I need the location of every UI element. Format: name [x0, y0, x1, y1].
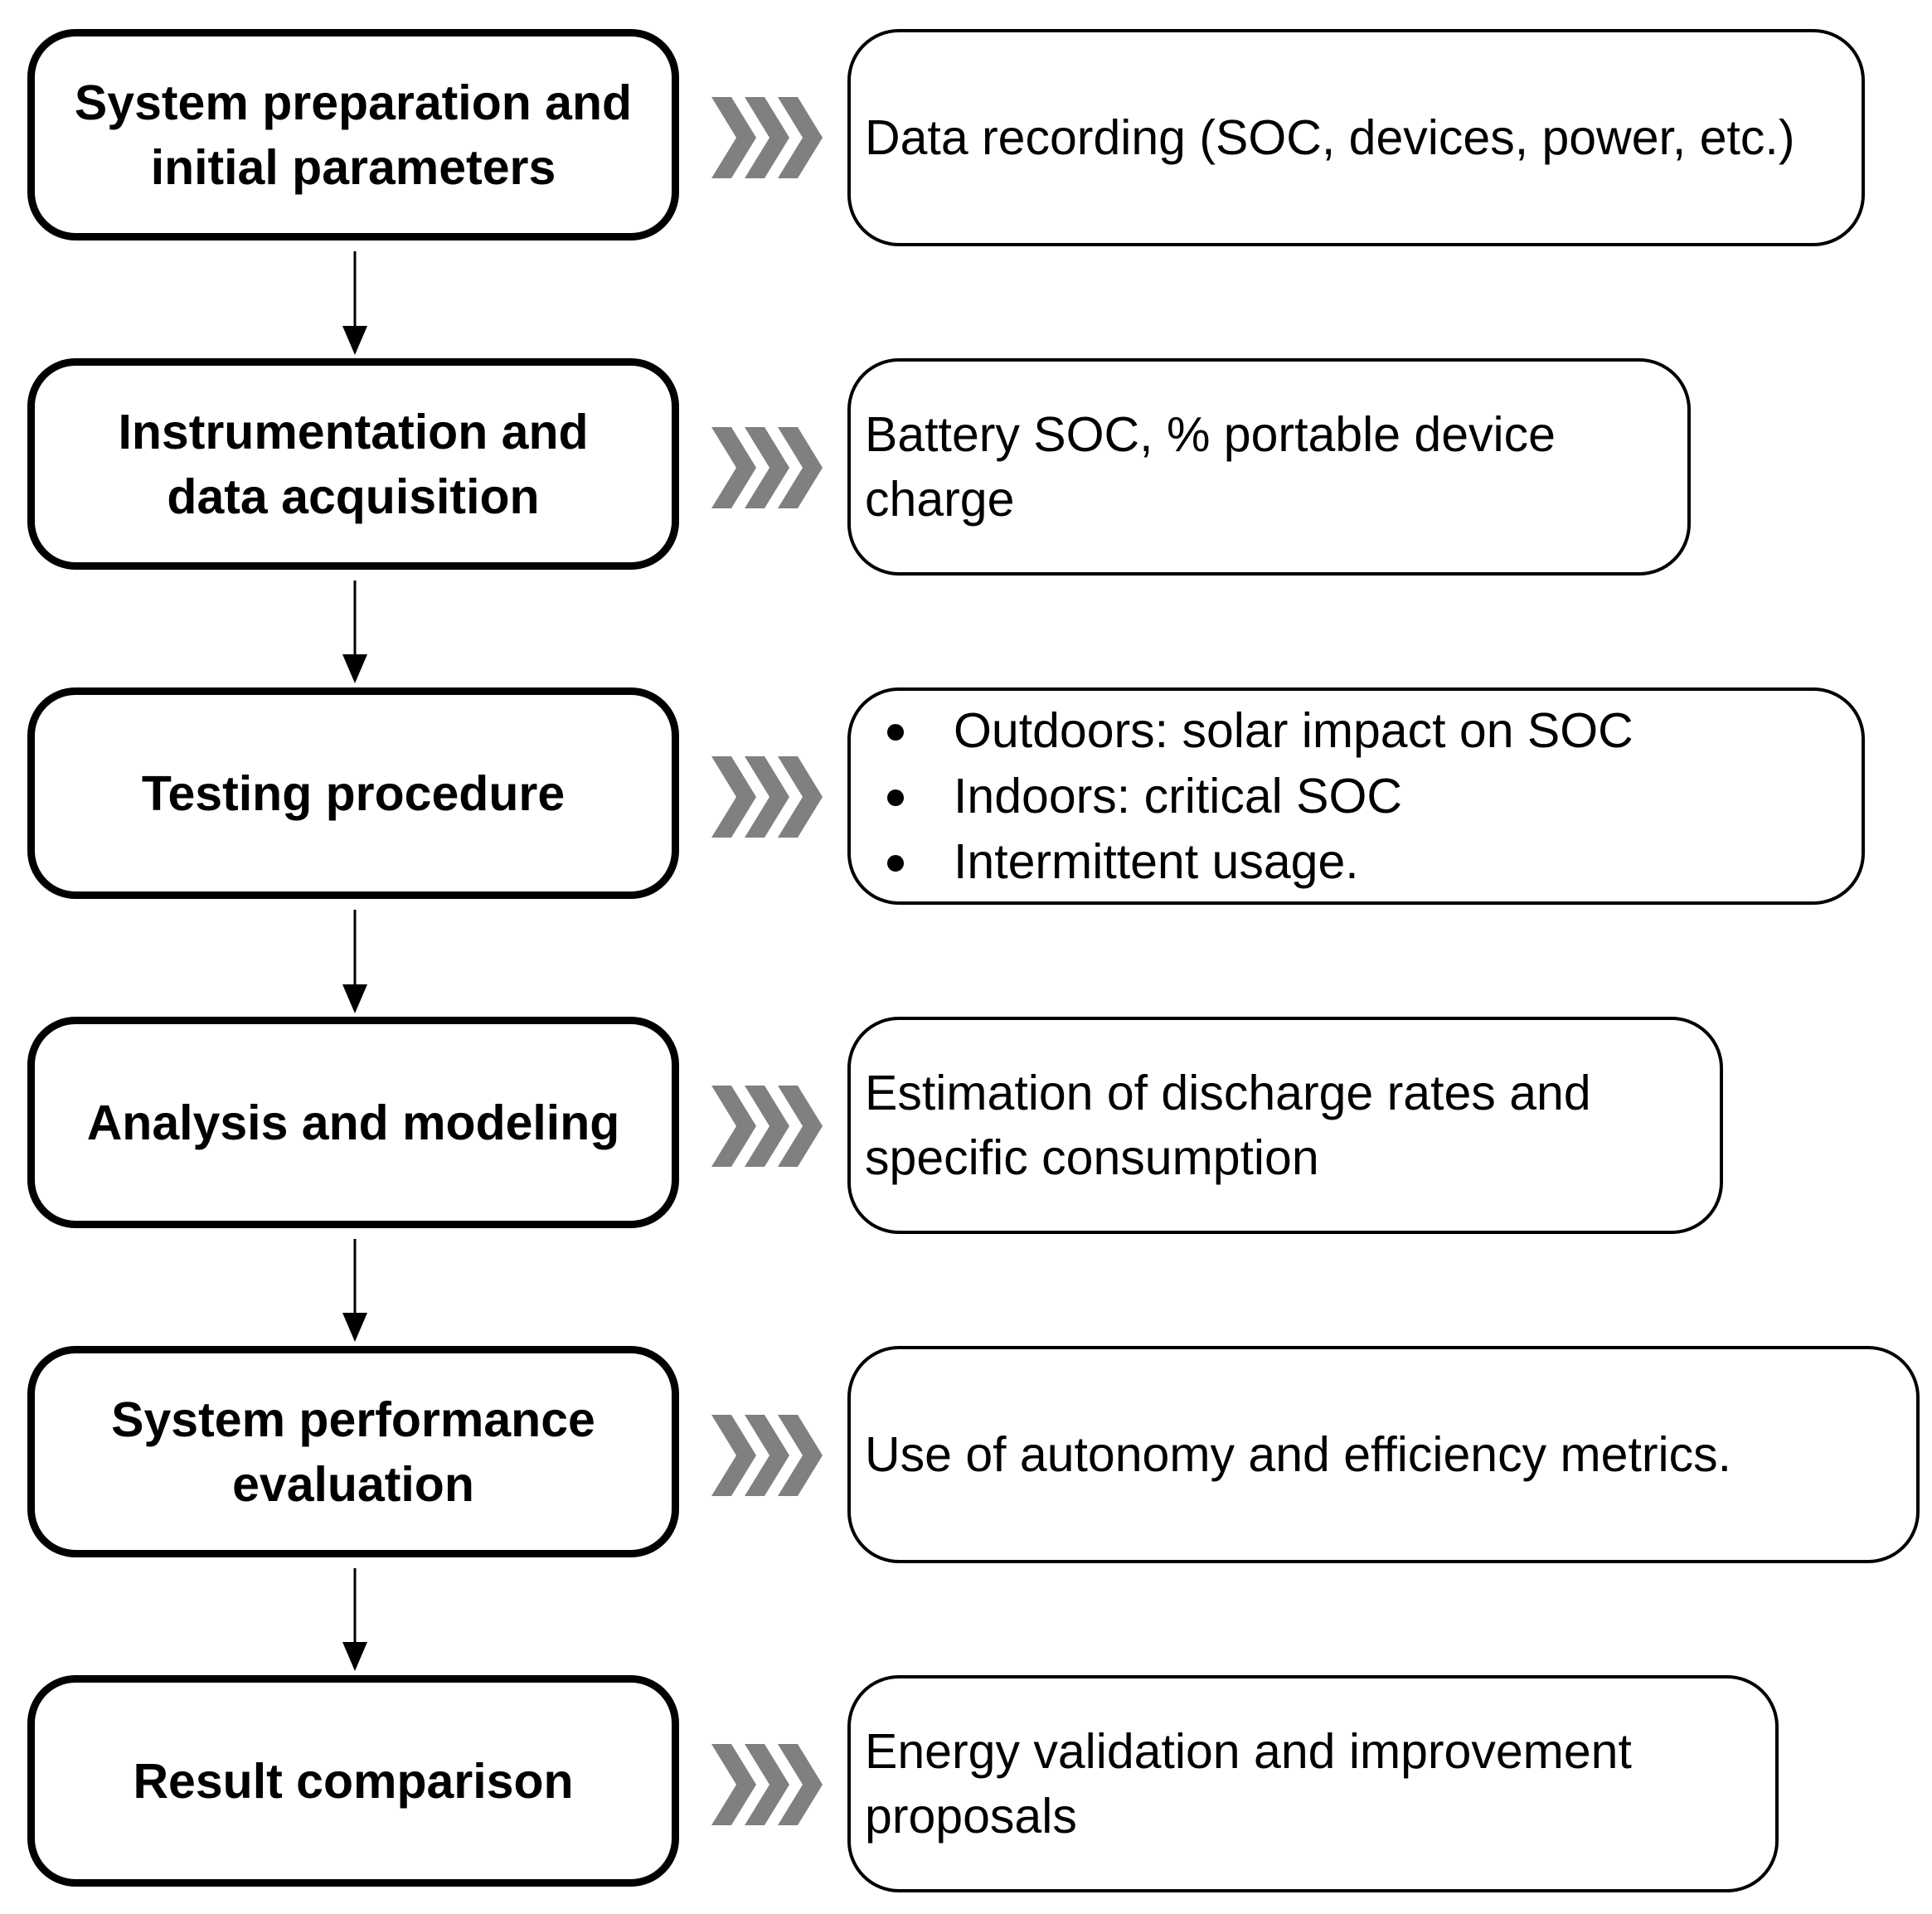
- arrow-down-icon: [342, 1239, 367, 1342]
- list-item: Intermittent usage.: [866, 829, 1633, 895]
- detail-text: Battery SOC, % portable device charge: [865, 407, 1556, 527]
- bullet-icon: [887, 723, 904, 741]
- step-label: System preparation and initial parameter…: [74, 75, 633, 195]
- step-box-system-preparation: System preparation and initial parameter…: [27, 29, 679, 240]
- detail-box-testing-conditions: Outdoors: solar impact on SOC Indoors: c…: [847, 687, 1865, 905]
- list-item: Indoors: critical SOC: [866, 764, 1633, 829]
- triple-chevron-right-icon: [711, 1086, 823, 1167]
- list-item-text: Indoors: critical SOC: [954, 768, 1402, 823]
- detail-box-battery-soc: Battery SOC, % portable device charge: [847, 358, 1691, 576]
- list-item: Outdoors: solar impact on SOC: [866, 698, 1633, 764]
- triple-chevron-right-icon: [711, 1744, 823, 1825]
- arrow-down-icon: [342, 910, 367, 1013]
- triple-chevron-right-icon: [711, 756, 823, 838]
- triple-chevron-right-icon: [711, 1415, 823, 1496]
- list-item-text: Intermittent usage.: [954, 833, 1359, 889]
- arrow-down-icon: [342, 251, 367, 355]
- detail-text: Energy validation and improvement propos…: [865, 1724, 1632, 1844]
- step-label: Result comparison: [133, 1753, 574, 1809]
- step-box-analysis-modeling: Analysis and modeling: [27, 1017, 679, 1228]
- bullet-list: Outdoors: solar impact on SOC Indoors: c…: [851, 698, 1633, 895]
- arrow-down-icon: [342, 1568, 367, 1671]
- bullet-icon: [887, 854, 904, 872]
- step-label: Testing procedure: [141, 765, 566, 821]
- detail-text: Estimation of discharge rates and specif…: [865, 1066, 1591, 1185]
- step-label: Instrumentation and data acquisition: [118, 404, 589, 524]
- arrow-down-icon: [342, 581, 367, 683]
- step-box-instrumentation: Instrumentation and data acquisition: [27, 358, 679, 570]
- bullet-icon: [887, 789, 904, 806]
- detail-box-discharge-rates: Estimation of discharge rates and specif…: [847, 1017, 1723, 1234]
- list-item-text: Outdoors: solar impact on SOC: [954, 702, 1633, 758]
- detail-box-energy-validation: Energy validation and improvement propos…: [847, 1675, 1779, 1892]
- step-label: Analysis and modeling: [86, 1095, 620, 1150]
- detail-text: Use of autonomy and efficiency metrics.: [865, 1427, 1732, 1482]
- step-box-result-comparison: Result comparison: [27, 1675, 679, 1887]
- step-box-testing-procedure: Testing procedure: [27, 687, 679, 899]
- detail-box-metrics: Use of autonomy and efficiency metrics.: [847, 1346, 1920, 1563]
- triple-chevron-right-icon: [711, 427, 823, 508]
- step-box-performance-evaluation: System performance evaluation: [27, 1346, 679, 1557]
- step-label: System performance evaluation: [111, 1392, 595, 1512]
- detail-box-data-recording: Data recording (SOC, devices, power, etc…: [847, 29, 1865, 246]
- detail-text: Data recording (SOC, devices, power, etc…: [865, 110, 1795, 165]
- triple-chevron-right-icon: [711, 97, 823, 178]
